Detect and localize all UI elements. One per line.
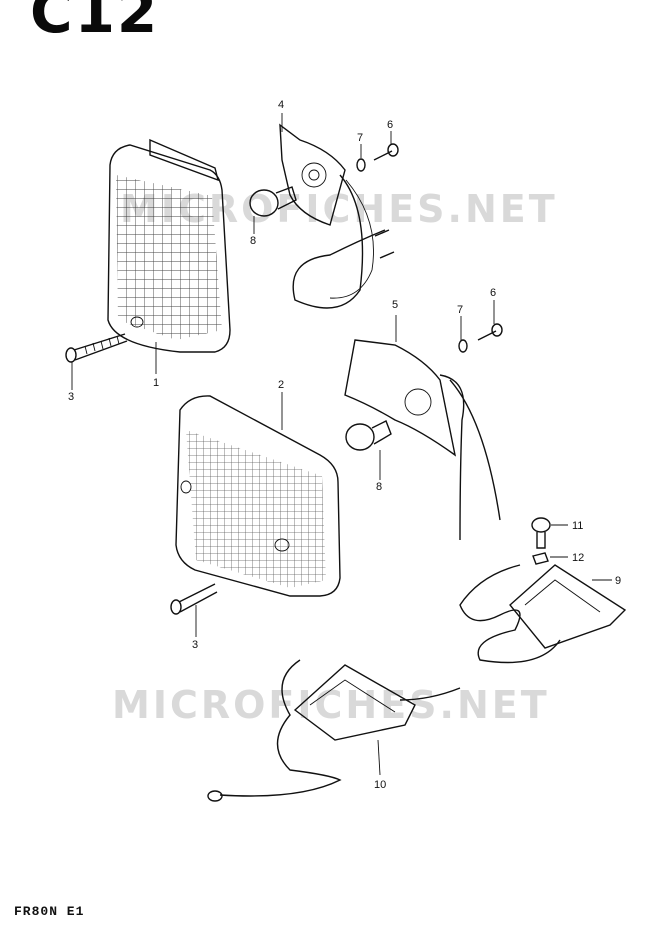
callout-3-upper: 3 [68,391,74,403]
callout-3-lower: 3 [192,639,198,651]
callout-4: 4 [278,99,284,111]
callout-5: 5 [392,299,398,311]
washer-lower [458,339,468,353]
callout-11: 11 [572,520,583,532]
leader-lines [71,113,612,776]
callout-8-lower: 8 [376,481,382,493]
plate-bracket-9 [459,564,627,664]
callout-10: 10 [374,779,386,791]
bolt-upper [373,143,399,161]
screw-upper [65,333,128,363]
socket-bracket-upper [279,123,395,309]
plate-bracket-10 [207,659,461,802]
callout-6-upper: 6 [387,119,393,131]
lamp-lens-lower [175,395,341,597]
callout-1: 1 [153,377,159,389]
callout-7-upper: 7 [357,132,363,144]
washer-upper [356,158,366,172]
callout-7-lower: 7 [457,304,463,316]
callout-8-upper: 8 [250,235,256,247]
nut-12 [532,552,549,565]
callout-6-lower: 6 [490,287,496,299]
model-code: FR80N E1 [14,904,85,919]
callout-9: 9 [615,575,621,587]
page-title: C12 [30,0,160,46]
socket-bracket-lower [344,339,501,541]
lamp-lens-upper [107,138,231,353]
callout-2: 2 [278,379,284,391]
screw-lower [170,583,218,615]
callout-12: 12 [572,552,584,564]
watermark-bottom: MICROFICHES.NET [112,683,550,727]
bolt-11 [531,517,551,549]
bulb-upper [249,186,297,217]
bolt-lower [477,323,503,341]
bulb-lower [345,420,392,451]
